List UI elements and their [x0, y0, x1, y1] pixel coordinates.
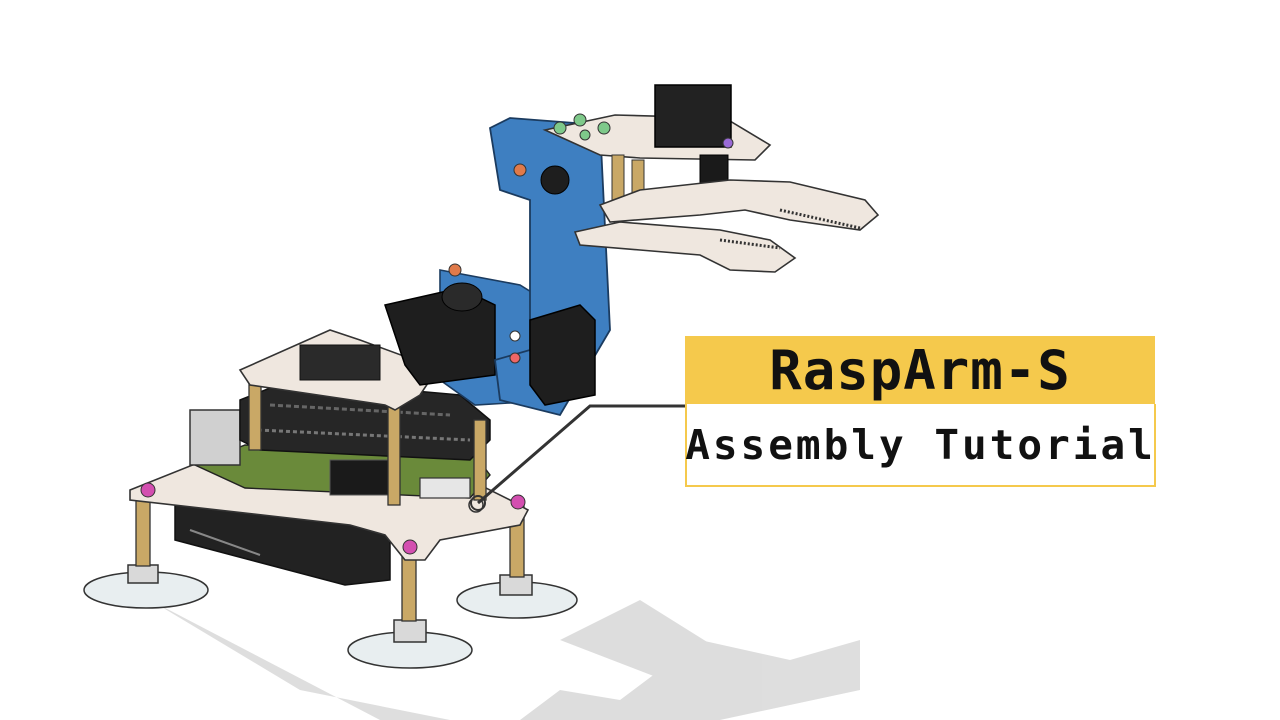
top-plate	[238, 329, 431, 411]
subtitle-banner: Assembly Tutorial	[685, 404, 1156, 487]
title-text: RaspArm-S	[769, 338, 1071, 402]
suction-cup-front-left	[83, 564, 209, 609]
gripper-assembly	[542, 84, 772, 208]
gripper-claw-upper	[598, 179, 880, 231]
gripper-claw-lower	[573, 221, 797, 273]
suction-cup-front-right	[347, 619, 473, 669]
suction-cup-back-right	[456, 574, 578, 619]
subtitle-text: Assembly Tutorial	[685, 420, 1156, 469]
servo-motor-elbow	[529, 304, 596, 406]
floor-shadow	[150, 600, 860, 720]
servo-motor-base	[384, 282, 496, 386]
title-banner: RaspArm-S	[685, 336, 1155, 404]
